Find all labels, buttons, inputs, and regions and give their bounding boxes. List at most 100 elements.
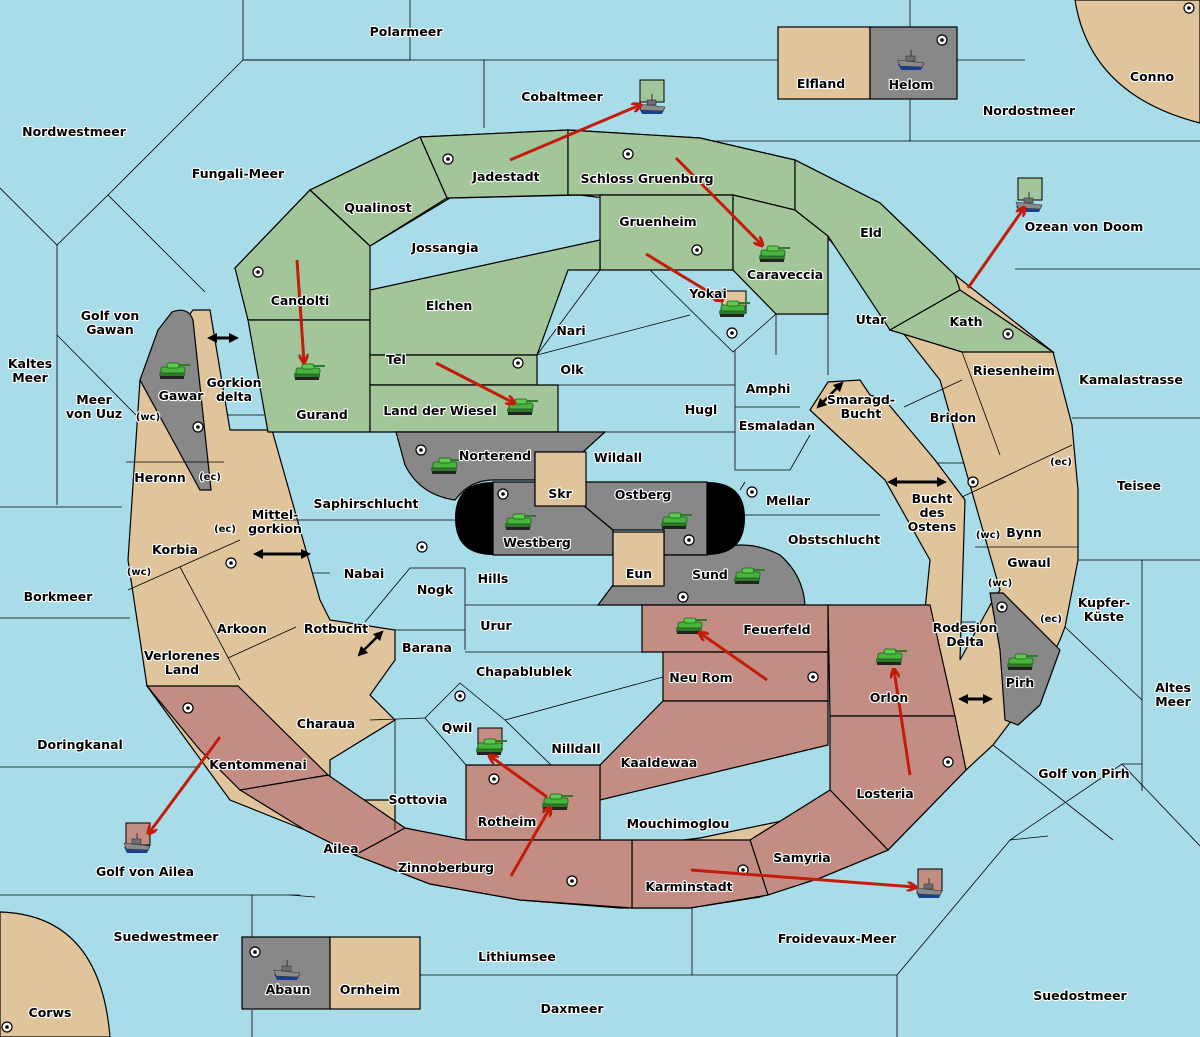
region-corws[interactable] [0,911,111,1037]
region-label-gurand[interactable]: Gurand [295,406,349,423]
region-label-norterend[interactable]: Norterend [458,447,532,464]
sea-label-doringkanal[interactable]: Doringkanal [36,736,124,753]
region-label-nari[interactable]: Nari [555,322,587,339]
region-label-olk[interactable]: Olk [559,361,585,378]
region-label-qualinost[interactable]: Qualinost [343,199,413,216]
region-label-sund[interactable]: Sund [691,566,729,583]
region-label-feuerfeld[interactable]: Feuerfeld [742,621,811,638]
region-label-rotheim[interactable]: Rotheim [476,813,537,830]
region-label-sottovia[interactable]: Sottovia [387,791,448,808]
sea-label-kupfer-k-ste[interactable]: Kupfer-Küste [1077,594,1132,625]
region-label-land-der-wiesel[interactable]: Land der Wiesel [382,402,497,419]
region-label-caraveccia[interactable]: Caraveccia [746,266,825,283]
region-label-jossangia[interactable]: Jossangia [409,239,479,256]
region-label-saphirschlucht[interactable]: Saphirschlucht [312,495,419,512]
region-gawar[interactable] [139,309,212,491]
region-label-qwil[interactable]: Qwil [441,719,474,736]
region-label-obstschlucht[interactable]: Obstschlucht [787,531,881,548]
region-conno[interactable] [1074,0,1200,124]
region-label-zinnoberburg[interactable]: Zinnoberburg [397,859,495,876]
sea-label-kamalastrasse[interactable]: Kamalastrasse [1078,371,1184,388]
region-label-schloss-gruenburg[interactable]: Schloss Gruenburg [579,170,714,187]
region-skr[interactable] [534,451,587,507]
region-label-barana[interactable]: Barana [401,639,453,656]
region-label-urur[interactable]: Urur [479,617,513,634]
region-label-nogk[interactable]: Nogk [416,581,455,598]
region-label-gruenheim[interactable]: Gruenheim [618,213,698,230]
region-label-eun[interactable]: Eun [625,565,654,582]
sea-label-polarmeer[interactable]: Polarmeer [369,23,445,40]
region-label-ornheim[interactable]: Ornheim [339,981,402,998]
region-label-arkoon[interactable]: Arkoon [216,620,268,637]
region-label-riesenheim[interactable]: Riesenheim [972,362,1056,379]
region-label-hills[interactable]: Hills [477,570,510,587]
region-label-jadestadt[interactable]: Jadestadt [470,168,541,185]
region-label-abaun[interactable]: Abaun [264,981,311,998]
sea-label-golf-von-ailea[interactable]: Golf von Ailea [95,863,195,880]
region-label-mellar[interactable]: Mellar [765,492,812,509]
region-label-bridon[interactable]: Bridon [929,409,978,426]
region-label-kaaldewaa[interactable]: Kaaldewaa [620,754,699,771]
region-eun[interactable] [612,531,665,587]
region-elfland[interactable] [777,26,871,100]
region-label-mouchimoglou[interactable]: Mouchimoglou [625,815,730,832]
region-label-conno[interactable]: Conno [1129,68,1176,85]
region-label-chapablublek[interactable]: Chapablublek [475,663,574,680]
sea-label-borkmeer[interactable]: Borkmeer [23,588,95,605]
sea-label-nordostmeer[interactable]: Nordostmeer [982,102,1077,119]
region-label-amphi[interactable]: Amphi [744,380,791,397]
region-label-utar[interactable]: Utar [855,311,889,328]
region-label-westberg[interactable]: Westberg [502,534,572,551]
region-label-tel[interactable]: Tel [385,351,407,368]
sea-label-mittel-gorkion[interactable]: Mittel-gorkion [247,506,303,537]
sea-label-golf-von-pirh[interactable]: Golf von Pirh [1037,765,1131,782]
region-label-yokai[interactable]: Yokai [687,285,728,302]
region-label-candolti[interactable]: Candolti [270,292,331,309]
region-zinnoberburg[interactable] [353,827,633,909]
region-label-elfland[interactable]: Elfland [796,75,847,92]
region-label-losteria[interactable]: Losteria [855,785,915,802]
region-label-gwaul[interactable]: Gwaul [1006,554,1052,571]
sea-label-froidevaux-meer[interactable]: Froidevaux-Meer [777,930,899,947]
region-label-hugl[interactable]: Hugl [684,401,719,418]
region-label-skr[interactable]: Skr [547,485,574,502]
sea-label-lithiumsee[interactable]: Lithiumsee [477,948,557,965]
sea-label-rotbucht[interactable]: Rotbucht [303,620,370,637]
sea-label-nordwestmeer[interactable]: Nordwestmeer [21,123,128,140]
sea-label-daxmeer[interactable]: Daxmeer [539,1000,605,1017]
region-label-gawar[interactable]: Gawar [157,387,205,404]
region-gruenheim[interactable] [599,194,734,271]
sea-label-fungali-meer[interactable]: Fungali-Meer [191,165,286,182]
sea-label-cobaltmeer[interactable]: Cobaltmeer [520,88,605,105]
region-label-kentommenai[interactable]: Kentommenai [208,756,308,773]
region-label-ailea[interactable]: Ailea [322,840,359,857]
sea-label-teisee[interactable]: Teisee [1116,477,1162,494]
region-label-elchen[interactable]: Elchen [425,297,474,314]
region-label-pirh[interactable]: Pirh [1005,674,1036,691]
region-label-korbia[interactable]: Korbia [151,541,199,558]
region-label-wildall[interactable]: Wildall [593,449,644,466]
region-label-bynn[interactable]: Bynn [1005,524,1043,541]
region-losteria[interactable] [829,715,967,851]
region-label-karminstadt[interactable]: Karminstadt [644,878,733,895]
sea-label-suedwestmeer[interactable]: Suedwestmeer [112,928,220,945]
region-label-neu-rom[interactable]: Neu Rom [668,669,734,686]
region-candolti[interactable] [234,189,371,321]
region-label-esmaladan[interactable]: Esmaladan [738,417,817,434]
region-norterend[interactable] [395,431,607,501]
region-label-kath[interactable]: Kath [948,313,983,330]
region-label-samyria[interactable]: Samyria [772,849,832,866]
region-label-ostberg[interactable]: Ostberg [614,486,673,503]
region-label-heronn[interactable]: Heronn [133,469,187,486]
region-label-helom[interactable]: Helom [887,76,934,93]
sea-label-suedostmeer[interactable]: Suedostmeer [1032,987,1129,1004]
sea-label-smaragd-bucht[interactable]: Smaragd-Bucht [826,391,896,422]
region-label-charaua[interactable]: Charaua [296,715,357,732]
